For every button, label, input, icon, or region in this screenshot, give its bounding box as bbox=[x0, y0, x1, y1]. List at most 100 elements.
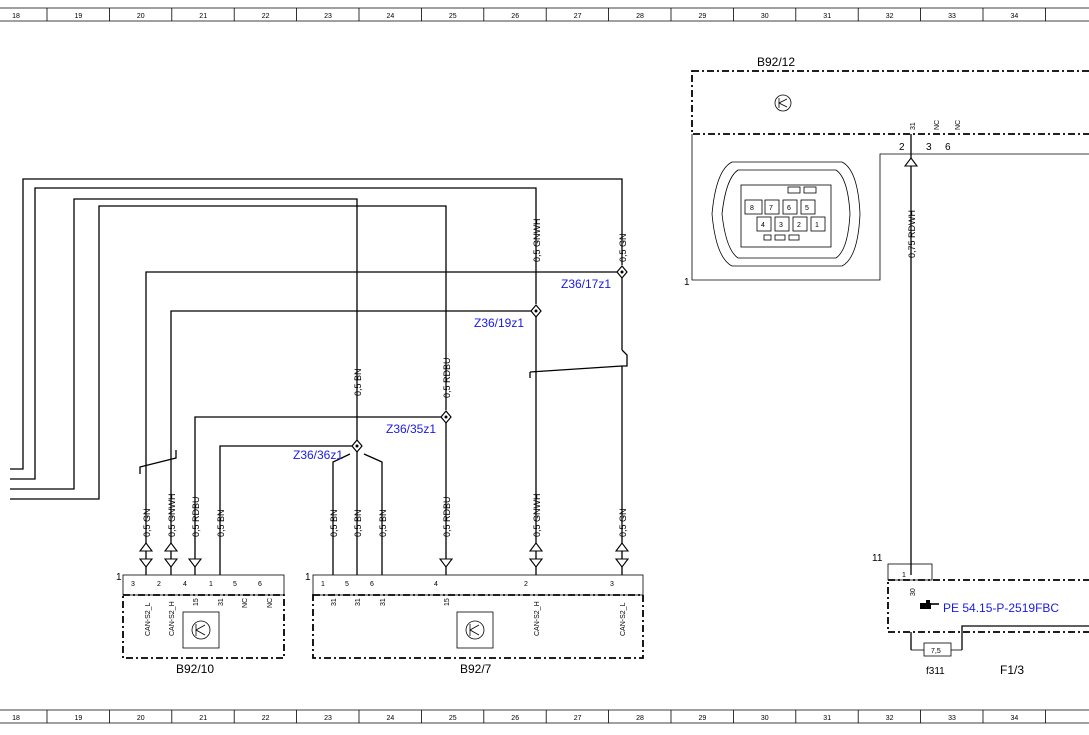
ruler-top-label: 23 bbox=[324, 13, 332, 20]
ruler-bottom-label: 33 bbox=[948, 715, 956, 722]
sensor-icon bbox=[774, 94, 792, 112]
component-f1-3[interactable]: 11 1 30 PE 54.15-P-2519FBC 7,5 f311 F1/3 bbox=[872, 553, 1089, 677]
b92-12-pin-name-nc2: NC bbox=[955, 120, 962, 130]
ruler-bottom-label: 28 bbox=[636, 715, 644, 722]
wire-label-rdwh: 0,75 RDWH bbox=[907, 210, 917, 258]
b92-7-pin-4: 4 bbox=[434, 581, 438, 588]
b92-7-pin-name-31c: 31 bbox=[380, 598, 387, 606]
connector-pin-5: 5 bbox=[805, 205, 809, 212]
b92-10-pin-6: 6 bbox=[258, 581, 262, 588]
b92-7-label: B92/7 bbox=[460, 662, 492, 676]
b92-10-pin-4: 4 bbox=[183, 581, 187, 588]
ruler-top-label: 20 bbox=[137, 13, 145, 20]
component-b92-10[interactable]: 1 3 2 4 1 5 6 CAN-S2_L CAN-S2_H 15 31 NC… bbox=[116, 572, 285, 676]
splice-label-z36-36z1[interactable]: Z36/36z1 bbox=[293, 448, 343, 462]
ruler-top-label: 22 bbox=[262, 13, 270, 20]
b92-10-ref: 1 bbox=[116, 572, 122, 583]
b92-10-pin-2: 2 bbox=[157, 581, 161, 588]
connector-pin-7: 7 bbox=[769, 205, 773, 212]
sensor-icon bbox=[191, 620, 211, 640]
connector-pin-6: 6 bbox=[787, 205, 791, 212]
wire-label-b10-gn: 0,5 GN bbox=[142, 508, 152, 537]
b92-10-label: B92/10 bbox=[176, 662, 214, 676]
b92-7-pin-name-31b: 31 bbox=[355, 598, 362, 606]
wire-label-b7-bn2: 0,5 BN bbox=[353, 509, 363, 537]
ruler-bottom-label: 30 bbox=[761, 715, 769, 722]
connector-pin-1: 1 bbox=[815, 222, 819, 229]
wire-label-b7-bn1: 0,5 BN bbox=[329, 509, 339, 537]
b92-10-pin-name-can-h: CAN-S2_H bbox=[169, 601, 176, 636]
b92-12-pin-3: 3 bbox=[926, 142, 932, 153]
b92-10-pin-name-15: 15 bbox=[193, 598, 200, 606]
ruler-bottom-label: 22 bbox=[262, 715, 270, 722]
ruler-top-label: 21 bbox=[199, 13, 207, 20]
connector-pin-2: 2 bbox=[797, 222, 801, 229]
component-b92-7[interactable]: 1 1 5 6 4 2 3 31 31 31 15 CAN-S2_H CAN-S… bbox=[305, 572, 644, 676]
ruler-bottom-label: 19 bbox=[75, 715, 83, 722]
wires-main bbox=[139, 271, 628, 575]
wire-bundle-left bbox=[10, 178, 623, 500]
ruler-bottom-label: 23 bbox=[324, 715, 332, 722]
ruler-top-label: 33 bbox=[948, 13, 956, 20]
f1-3-reference-link[interactable]: PE 54.15-P-2519FBC bbox=[943, 601, 1059, 615]
b92-12-pin-name-nc1: NC bbox=[934, 120, 941, 130]
sensor-icon bbox=[465, 620, 485, 640]
wire-label-b10-gnwh: 0,5 GNWH bbox=[167, 493, 177, 537]
b92-10-pin-3: 3 bbox=[131, 581, 135, 588]
b92-12-ref: 1 bbox=[684, 277, 690, 288]
ruler-top-label: 31 bbox=[823, 13, 831, 20]
b92-7-ref: 1 bbox=[305, 572, 311, 583]
b92-7-pin-3: 3 bbox=[610, 581, 614, 588]
terminal-symbols bbox=[138, 542, 630, 568]
fuse-value: 7,5 bbox=[931, 648, 941, 655]
ruler-bottom-label: 32 bbox=[886, 715, 894, 722]
f1-3-pin-1: 1 bbox=[902, 572, 906, 579]
ruler-top-label: 27 bbox=[574, 13, 582, 20]
splice-diamonds bbox=[351, 265, 628, 453]
fuse-label: f311 bbox=[926, 666, 945, 677]
wire-label-b10-rdbu: 0,5 RDBU bbox=[191, 496, 201, 537]
b92-10-pin-name-can-l: CAN-S2_L bbox=[145, 602, 152, 636]
b92-7-pin-2: 2 bbox=[524, 581, 528, 588]
splice-label-z36-35z1[interactable]: Z36/35z1 bbox=[386, 422, 436, 436]
b92-12-pin-2: 2 bbox=[899, 142, 905, 153]
component-b92-12[interactable]: B92/12 31 NC NC 2 3 6 1 bbox=[684, 55, 1089, 288]
ruler-top-label: 30 bbox=[761, 13, 769, 20]
wire-label-gn-top: 0,5 GN bbox=[618, 233, 628, 262]
b92-10-pin-name-nc2: NC bbox=[267, 598, 274, 608]
connector-pin-4: 4 bbox=[761, 222, 765, 229]
ruler-top-label: 29 bbox=[699, 13, 707, 20]
wire-label-gnwh-top: 0,5 GNWH bbox=[532, 218, 542, 262]
ruler-bottom-label: 27 bbox=[574, 715, 582, 722]
b92-7-pin-5: 5 bbox=[345, 581, 349, 588]
wire-labels-lower: 0,5 GN 0,5 GNWH 0,5 RDBU 0,5 BN 0,5 BN 0… bbox=[142, 493, 628, 537]
b92-7-pin-1: 1 bbox=[321, 581, 325, 588]
b92-12-pin-name-31: 31 bbox=[910, 122, 917, 130]
wire-label-b7-gnwh: 0,5 GNWH bbox=[532, 493, 542, 537]
f1-3-ref: 11 bbox=[872, 553, 883, 564]
ruler-bottom-label: 20 bbox=[137, 715, 145, 722]
wire-label-b7-rdbu: 0,5 RDBU bbox=[442, 496, 452, 537]
ruler-top-label: 18 bbox=[12, 13, 20, 20]
wire-label-bn-top: 0,5 BN bbox=[353, 368, 363, 396]
ruler-top-label: 24 bbox=[387, 13, 395, 20]
b92-7-pin-name-can-l: CAN-S2_L bbox=[620, 602, 627, 636]
ruler-top-label: 32 bbox=[886, 13, 894, 20]
splice-label-z36-17z1[interactable]: Z36/17z1 bbox=[561, 277, 611, 291]
ruler-bottom-label: 26 bbox=[511, 715, 519, 722]
wire-rdwh: 0,75 RDWH bbox=[903, 134, 919, 575]
b92-7-pin-name-31a: 31 bbox=[331, 598, 338, 606]
splice-label-z36-19z1[interactable]: Z36/19z1 bbox=[474, 316, 524, 330]
b92-10-pin-1: 1 bbox=[209, 581, 213, 588]
connector-pin-8: 8 bbox=[750, 205, 754, 212]
b92-7-pin-name-15: 15 bbox=[444, 598, 451, 606]
b92-10-pin-name-31: 31 bbox=[218, 598, 225, 606]
wire-labels-upper: 0,5 GNWH 0,5 GN 0,5 BN 0,5 RDBU bbox=[353, 218, 628, 398]
wire-label-rdbu-top: 0,5 RDBU bbox=[442, 357, 452, 398]
wire-label-b10-bn: 0,5 BN bbox=[216, 509, 226, 537]
connector-pin-3: 3 bbox=[779, 222, 783, 229]
pointing-hand-icon bbox=[920, 600, 939, 609]
b92-10-pin-5: 5 bbox=[233, 581, 237, 588]
